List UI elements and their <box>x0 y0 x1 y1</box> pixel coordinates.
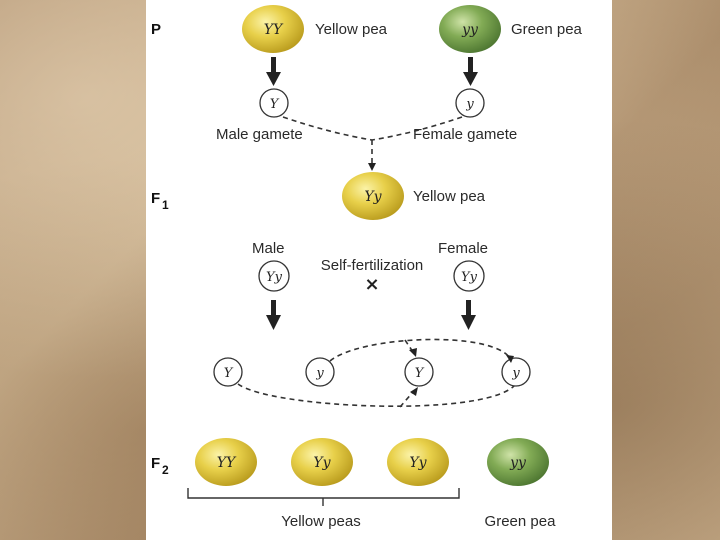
parent-green-genotype: yy <box>461 22 479 38</box>
arrowhead-icon <box>410 387 418 396</box>
arrow-down-icon <box>463 57 478 86</box>
f2-yellow-pea <box>291 438 353 486</box>
f2-green-label: Green pea <box>485 513 557 530</box>
f2-genotype: yy <box>509 455 527 471</box>
arrowhead-icon <box>409 348 417 357</box>
f1-gamete-circle <box>213 357 243 387</box>
yellow-peas-bracket <box>187 488 460 506</box>
generation-p-label: P <box>151 21 161 38</box>
generation-f1-label: F <box>151 190 160 207</box>
selfing-male-genotype: Yy <box>266 270 283 285</box>
f1-gamete-circle <box>404 357 434 387</box>
f1-yellow-pea <box>342 172 404 220</box>
selfing-male-label: Male <box>252 240 285 257</box>
male-gamete-label: Male gamete <box>216 126 303 143</box>
f2-genotype: YY <box>217 455 237 471</box>
generation-f1-subscript: 1 <box>162 198 169 212</box>
selfing-male-circle <box>258 260 290 292</box>
self-fertilization-label: Self-fertilization <box>321 257 424 274</box>
f2-genotype: Yy <box>409 455 427 471</box>
selfing-female-label: Female <box>438 240 488 257</box>
male-gamete-circle <box>259 88 289 118</box>
f1-gamete-allele: Y <box>224 366 234 381</box>
f2-genotype: Yy <box>313 455 331 471</box>
parent-yellow-genotype: YY <box>264 22 284 38</box>
selfing-female-genotype: Yy <box>461 270 478 285</box>
f1-gamete-circle <box>305 357 335 387</box>
generation-f2-subscript: 2 <box>162 463 169 477</box>
male-gamete-allele: Y <box>270 97 280 112</box>
f2-yellow-pea <box>387 438 449 486</box>
f1-label: Yellow pea <box>413 188 486 205</box>
parent-yellow-label: Yellow pea <box>315 21 388 38</box>
f1-gamete-allele: y <box>315 366 324 381</box>
parent-green-label: Green pea <box>511 21 583 38</box>
f2-green-pea <box>487 438 549 486</box>
selfing-female-circle <box>453 260 485 292</box>
fertilization-dashed-line <box>399 391 414 408</box>
f2-yellow-label: Yellow peas <box>281 513 361 530</box>
arrow-down-icon <box>266 300 281 330</box>
f2-yellow-pea <box>195 438 257 486</box>
f1-gamete-allele: Y <box>415 366 425 381</box>
fertilization-dashed-line <box>371 116 463 141</box>
fertilization-dashed-line <box>237 383 515 408</box>
female-gamete-allele: y <box>465 97 474 112</box>
female-gamete-circle <box>455 88 485 118</box>
cross-icon: × <box>364 274 379 295</box>
arrow-down-icon <box>266 57 281 86</box>
arrowhead-icon <box>368 163 376 171</box>
generation-f2-label: F <box>151 455 160 472</box>
f1-genotype: Yy <box>364 189 382 205</box>
parent-yellow-pea <box>242 5 304 53</box>
female-gamete-label: Female gamete <box>413 126 517 143</box>
fertilization-dashed-line <box>329 338 511 362</box>
arrow-down-icon <box>461 300 476 330</box>
fertilization-dashed-line <box>282 116 373 141</box>
f1-gamete-circle <box>501 357 531 387</box>
arrowhead-icon <box>506 355 514 363</box>
f1-gamete-allele: y <box>511 366 520 381</box>
parent-green-pea <box>439 5 501 53</box>
